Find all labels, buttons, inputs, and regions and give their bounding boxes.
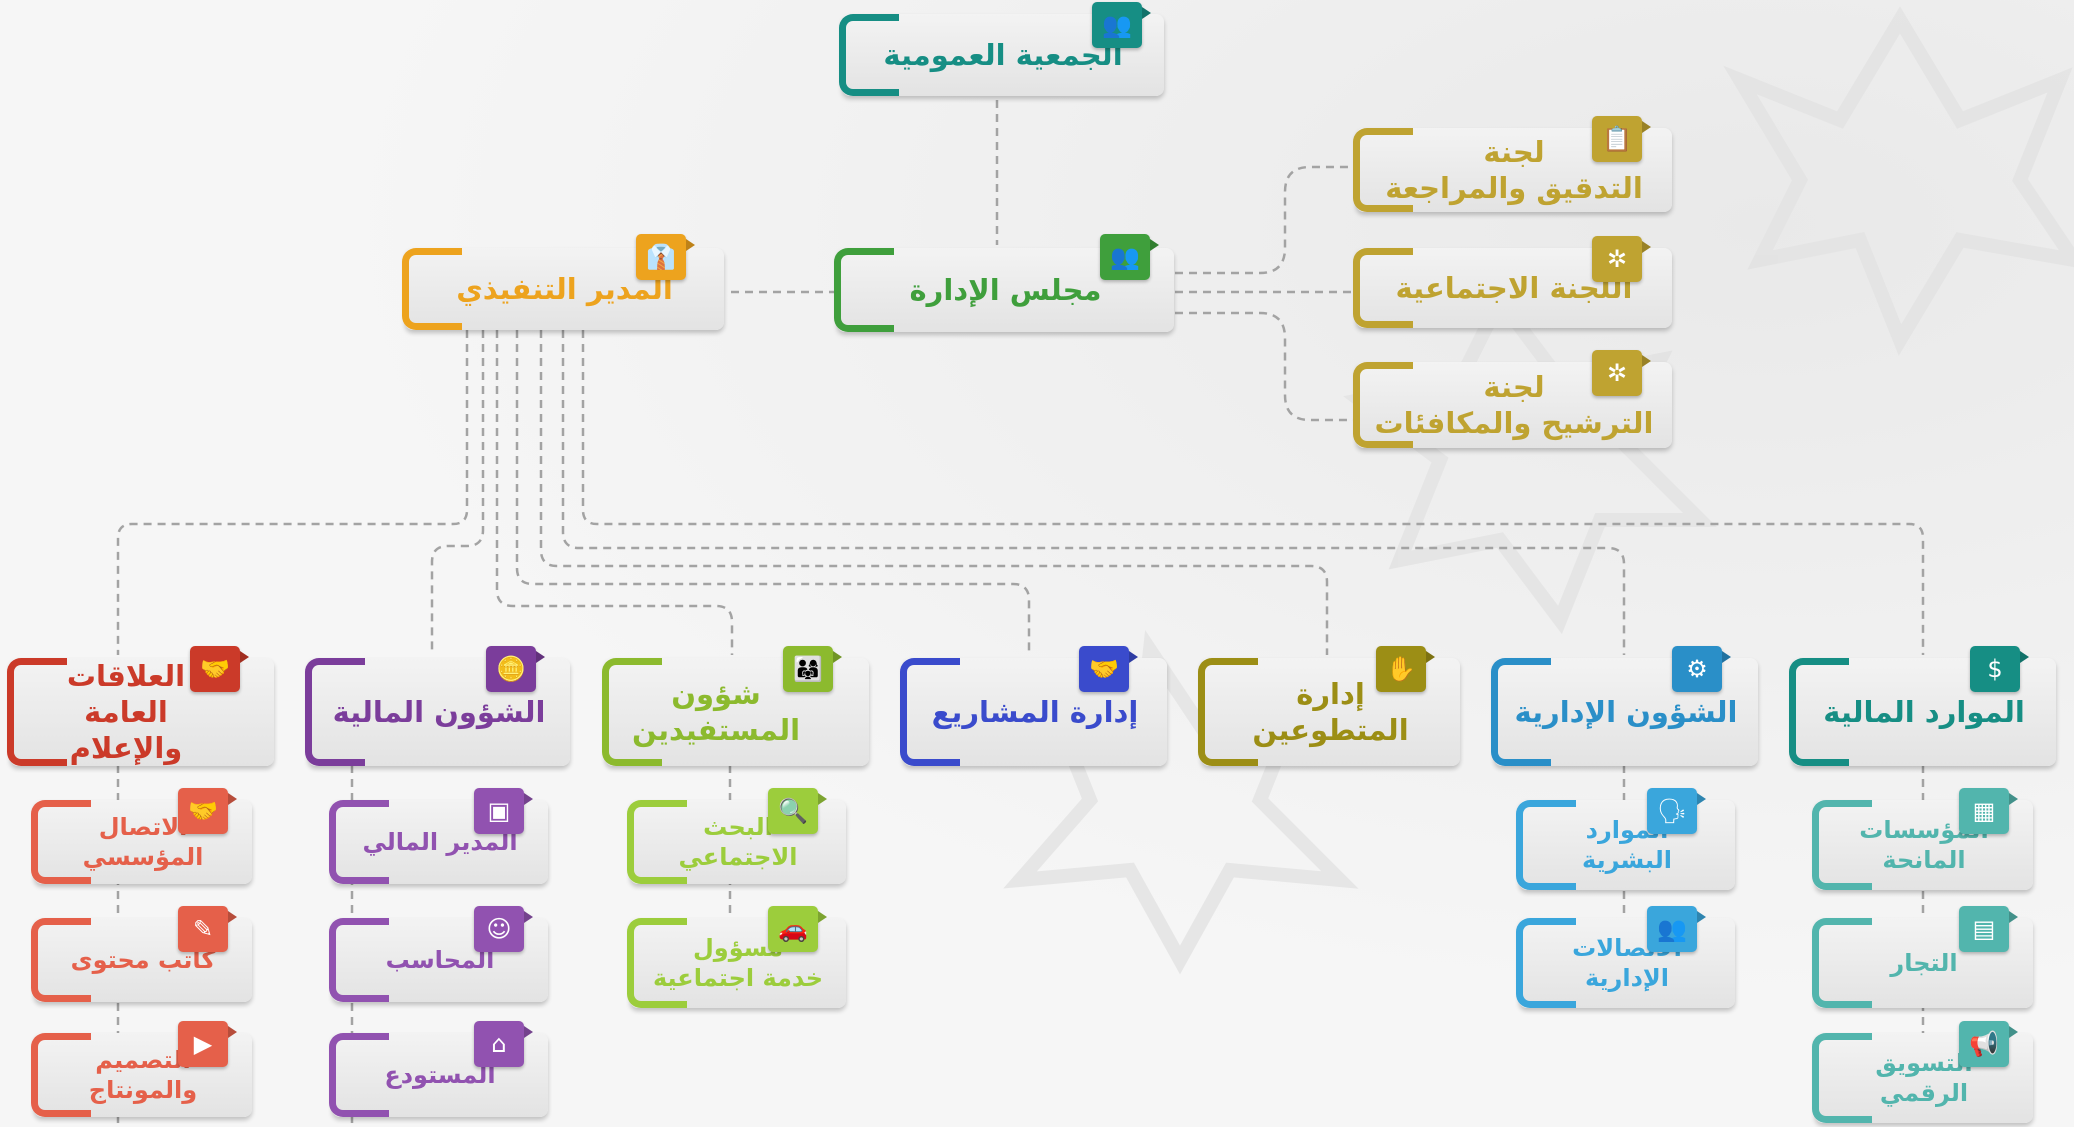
node-administrative-label: الشؤون الإدارية <box>1514 694 1738 729</box>
node-design-montage[interactable]: التصميم والمونتاج ▶ <box>31 1021 252 1117</box>
node-public-relations-label: العلاقات العامة والإعلام <box>66 658 186 766</box>
connector-exec-volunteers <box>539 330 1329 655</box>
node-social-research[interactable]: البحث الاجتماعي 🔍 <box>627 788 846 884</box>
node-projects-label: إدارة المشاريع <box>931 694 1139 729</box>
node-financial-resources-label: الموارد المالية <box>1823 694 2025 729</box>
node-content-writer-label: كاتب محتوى <box>70 946 216 974</box>
node-financial-affairs-label: الشؤون المالية <box>332 694 546 729</box>
network-icon: ✲ <box>1592 350 1642 396</box>
node-public-relations[interactable]: العلاقات العامة والإعلام 🤝 <box>7 646 274 766</box>
node-corporate-comm[interactable]: الاتصال المؤسسي 🤝 <box>31 788 252 884</box>
connector-exec-financial <box>430 330 485 655</box>
safe-icon: ▣ <box>474 788 524 834</box>
connector-exec-beneficiaries <box>495 330 734 655</box>
node-design-montage-label: التصميم والمونتاج <box>88 1046 198 1104</box>
node-accountant[interactable]: المحاسب ☺ <box>329 906 548 1002</box>
node-volunteers[interactable]: إدارة المتطوعين ✋ <box>1198 646 1460 766</box>
speaker-icon: 🗣 <box>1647 788 1697 834</box>
coins-icon: 🪙 <box>486 646 536 692</box>
node-social-service-label: مسؤول خدمة اجتماعية <box>652 934 824 992</box>
node-audit-committee[interactable]: لجنة التدقيق والمراجعة 📋 <box>1353 116 1672 212</box>
node-admin-comm[interactable]: الاتصالات الإدارية 👥 <box>1516 906 1735 1008</box>
accountant-icon: ☺ <box>474 906 524 952</box>
node-finance-manager[interactable]: المدير المالي ▣ <box>329 788 548 884</box>
node-board[interactable]: مجلس الإدارة 👥 <box>834 234 1174 332</box>
node-executive-director[interactable]: المدير التنفيذي 👔 <box>402 234 724 330</box>
node-projects[interactable]: إدارة المشاريع 🤝 <box>900 646 1167 766</box>
building-icon: ▦ <box>1959 788 2009 834</box>
node-donor-institutions-label: المؤسسات المانحة <box>1859 816 1989 874</box>
connector-exec-pr <box>116 330 469 655</box>
connector-exec-administrative <box>561 330 1626 655</box>
handshake-group-icon: 🤝 <box>190 646 240 692</box>
node-digital-marketing-label: التسويق الرقمي <box>1875 1049 1973 1107</box>
node-audit-committee-label: لجنة التدقيق والمراجعة <box>1385 134 1643 205</box>
node-administrative[interactable]: الشؤون الإدارية ⚙ <box>1491 646 1758 766</box>
node-beneficiaries[interactable]: شؤون المستفيدين 👨‍👩‍👧 <box>602 646 869 766</box>
register-icon: ▤ <box>1959 906 2009 952</box>
node-nomination-committee-label: لجنة الترشيح والمكافئات <box>1374 369 1654 440</box>
handshake-icon: 🤝 <box>1079 646 1129 692</box>
writing-icon: ✎ <box>178 906 228 952</box>
node-social-service[interactable]: مسؤول خدمة اجتماعية 🚗 <box>627 906 846 1008</box>
node-digital-marketing[interactable]: التسويق الرقمي 📢 <box>1812 1021 2033 1123</box>
node-hr[interactable]: الموارد البشرية 🗣 <box>1516 788 1735 890</box>
handshake-icon: 🤝 <box>178 788 228 834</box>
node-warehouse[interactable]: المستودع ⌂ <box>329 1021 548 1117</box>
node-general-assembly[interactable]: الجمعية العمومية 👥 <box>839 2 1164 96</box>
node-nomination-committee[interactable]: لجنة الترشيح والمكافئات ✲ <box>1353 350 1672 448</box>
group-icon: 👥 <box>1092 2 1142 48</box>
node-content-writer[interactable]: كاتب محتوى ✎ <box>31 906 252 1002</box>
node-corporate-comm-label: الاتصال المؤسسي <box>82 813 204 871</box>
node-social-committee[interactable]: اللجنة الاجتماعية ✲ <box>1353 236 1672 328</box>
connector-board-nomination <box>1175 311 1354 422</box>
node-board-label: مجلس الإدارة <box>909 272 1102 307</box>
warehouse-icon: ⌂ <box>474 1021 524 1067</box>
node-hr-label: الموارد البشرية <box>1582 816 1672 874</box>
money-hand-icon: $ <box>1970 646 2020 692</box>
people-comm-icon: 👥 <box>1647 906 1697 952</box>
node-volunteers-label: إدارة المتطوعين <box>1252 676 1409 747</box>
node-donor-institutions[interactable]: المؤسسات المانحة ▦ <box>1812 788 2033 890</box>
beneficiaries-icon: 👨‍👩‍👧 <box>783 646 833 692</box>
node-social-research-label: البحث الاجتماعي <box>678 813 798 871</box>
search-people-icon: 🔍 <box>768 788 818 834</box>
connector-exec-projects <box>515 330 1031 655</box>
network-icon: ✲ <box>1592 236 1642 282</box>
audit-icon: 📋 <box>1592 116 1642 162</box>
connector-exec-resources <box>581 330 1925 655</box>
megaphone-icon: 📢 <box>1959 1021 2009 1067</box>
car-icon: 🚗 <box>768 906 818 952</box>
gear-people-icon: ⚙ <box>1672 646 1722 692</box>
video-icon: ▶ <box>178 1021 228 1067</box>
node-financial-affairs[interactable]: الشؤون المالية 🪙 <box>305 646 570 766</box>
connector-board-committees <box>1175 165 1354 275</box>
manager-icon: 👔 <box>636 234 686 280</box>
raised-hands-icon: ✋ <box>1376 646 1426 692</box>
node-beneficiaries-label: شؤون المستفيدين <box>631 676 801 747</box>
node-financial-resources[interactable]: الموارد المالية $ <box>1789 646 2056 766</box>
node-merchants-label: التجار <box>1890 949 1958 977</box>
node-merchants[interactable]: التجار ▤ <box>1812 906 2033 1008</box>
node-executive-director-label: المدير التنفيذي <box>456 271 673 306</box>
team-icon: 👥 <box>1100 234 1150 280</box>
